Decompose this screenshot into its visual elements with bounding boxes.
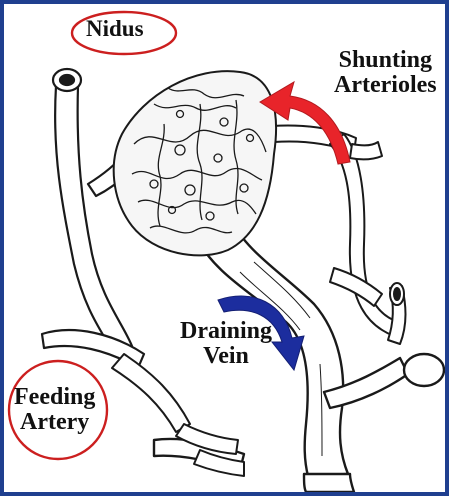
draining-label-line2: Vein [180, 344, 272, 369]
nidus-label: Nidus [86, 17, 144, 41]
lower-vessels [112, 354, 244, 476]
feeding-artery-label: Feeding Artery [14, 385, 95, 435]
feeding-label-line2: Artery [14, 410, 95, 435]
feeding-label-line1: Feeding [14, 385, 95, 410]
nidus-label-text: Nidus [86, 17, 144, 41]
shunting-label-line2: Arterioles [334, 73, 437, 98]
draining-label-line1: Draining [180, 319, 272, 344]
draining-vein-label: Draining Vein [180, 319, 272, 369]
nidus-tangle [114, 71, 276, 255]
shunting-label-line1: Shunting [334, 48, 437, 73]
shunting-arterioles-label: Shunting Arterioles [334, 48, 437, 98]
